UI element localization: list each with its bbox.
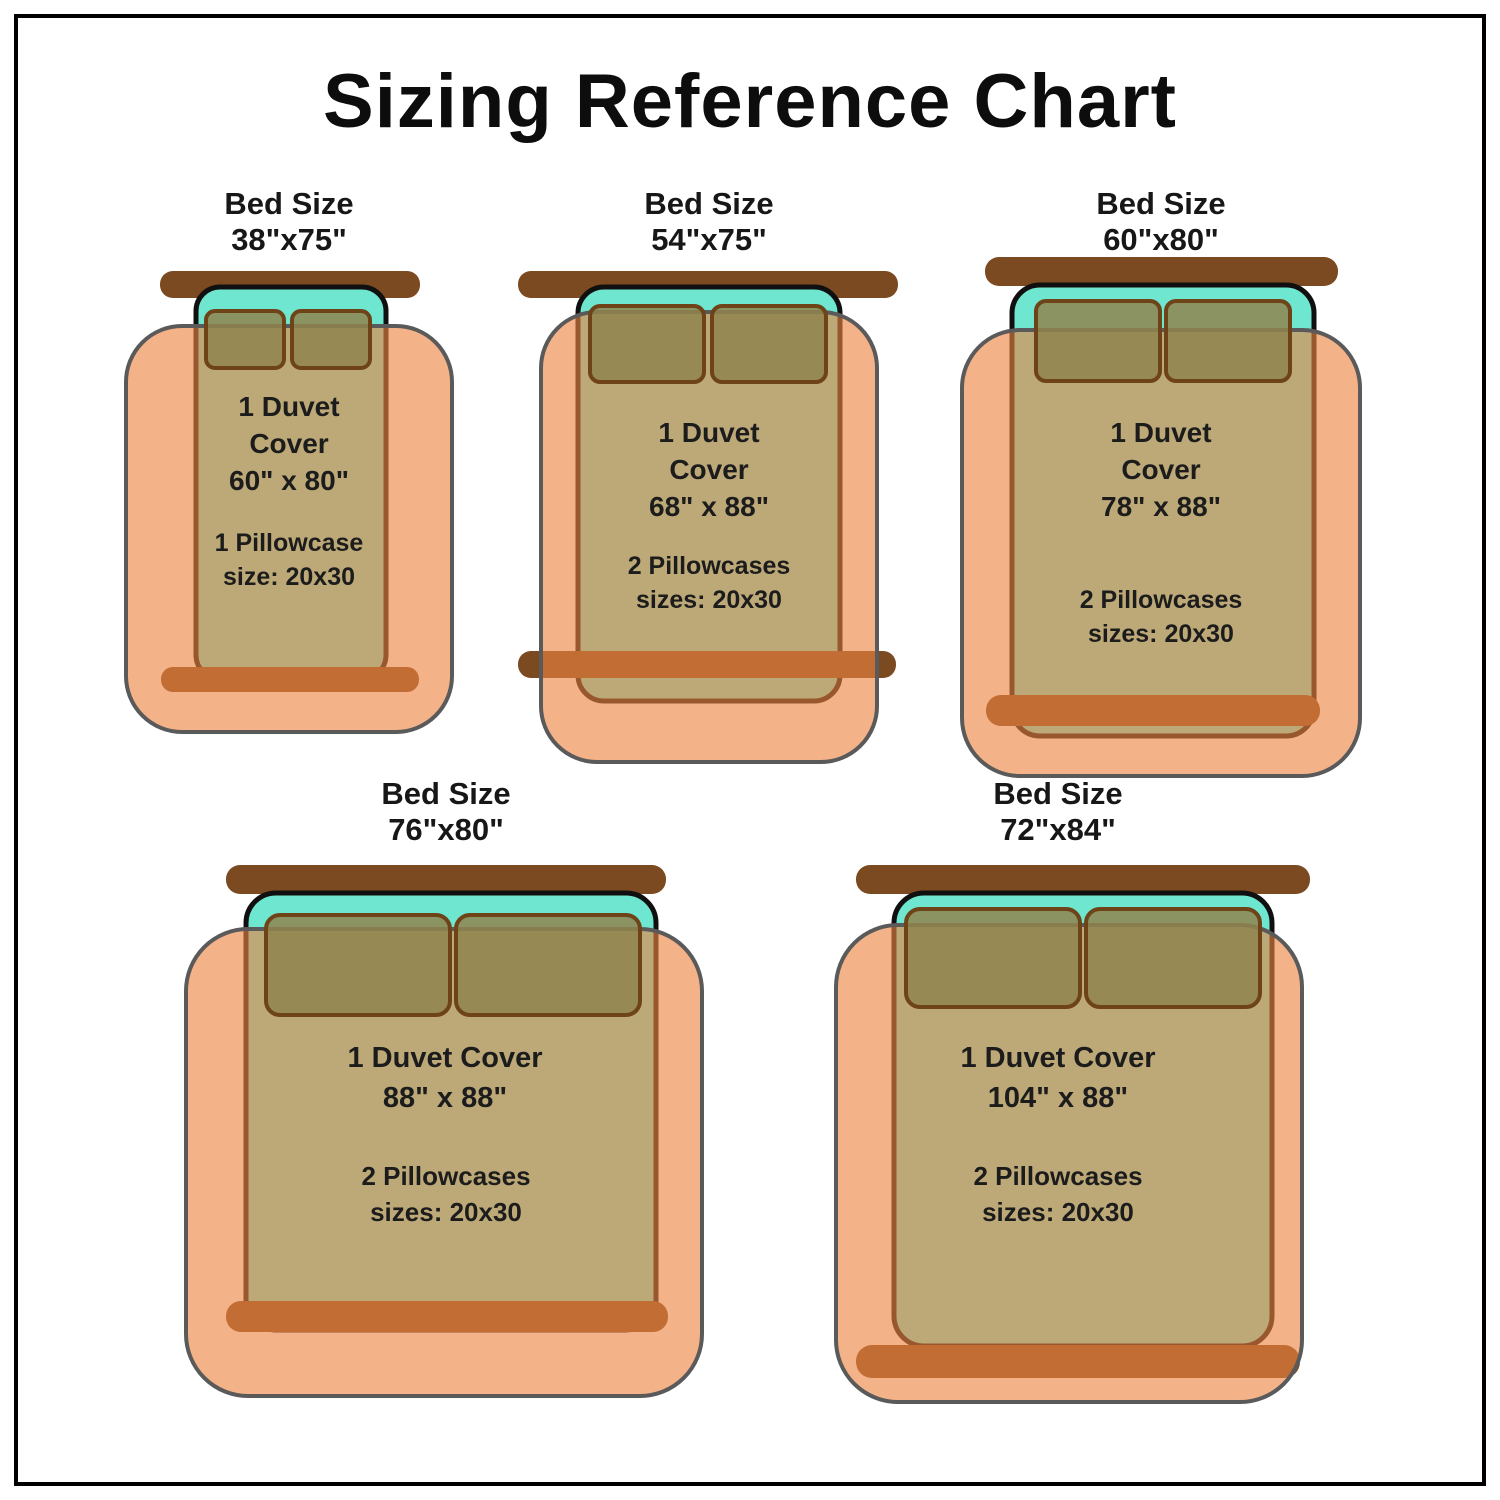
duvet-info-line: 88" x 88" <box>382 1082 508 1114</box>
duvet-info-line: 1 Duvet <box>1110 417 1212 448</box>
pillowcase-info-line: 1 Pillowcase <box>214 529 364 557</box>
duvet-info-line: Cover <box>249 428 329 459</box>
twin-pillowcase-info: 1 Pillowcase size: 20x30 <box>159 526 419 594</box>
twin-bed-illustration <box>124 271 454 734</box>
pillowcase-info-line: 2 Pillowcases <box>361 1161 531 1191</box>
full-duvet-info: 1 Duvet Cover 68" x 88" <box>579 414 839 525</box>
duvet-info-line: 1 Duvet <box>658 417 760 448</box>
twin-duvet-overlay <box>124 324 454 734</box>
pillowcase-info-line: 2 Pillowcases <box>1079 586 1243 614</box>
twin-duvet-info: 1 Duvet Cover 60" x 80" <box>159 388 419 499</box>
full-duvet-overlay <box>539 310 879 764</box>
queen-bed-size-header: Bed Size 60"x80" <box>1001 186 1321 258</box>
pillowcase-info-line: sizes: 20x30 <box>1088 620 1234 648</box>
twin-pillow-right <box>290 309 372 370</box>
queen-duvet-info: 1 Duvet Cover 78" x 88" <box>1031 414 1291 525</box>
king-bed-size-header: Bed Size 76"x80" <box>286 776 606 848</box>
bed-size-label: Bed Size <box>1096 186 1226 221</box>
cal-king-pillow-right <box>1084 907 1262 1009</box>
twin-pillow-left <box>204 309 286 370</box>
page-title: Sizing Reference Chart <box>323 59 1177 144</box>
bed-size-value: 38"x75" <box>231 222 347 257</box>
bed-size-value: 72"x84" <box>1000 812 1116 847</box>
king-duvet-info: 1 Duvet Cover 88" x 88" <box>275 1038 615 1118</box>
duvet-info-line: 1 Duvet <box>238 391 340 422</box>
pillowcase-info-line: sizes: 20x30 <box>982 1197 1134 1227</box>
full-bed-illustration <box>518 271 898 764</box>
pillowcase-info-line: 2 Pillowcases <box>627 552 791 580</box>
bed-size-value: 60"x80" <box>1103 222 1219 257</box>
duvet-info-line: 68" x 88" <box>649 491 769 522</box>
queen-pillowcase-info: 2 Pillowcases sizes: 20x30 <box>1031 583 1291 651</box>
pillowcase-info-line: sizes: 20x30 <box>636 586 782 614</box>
full-pillow-left <box>588 304 706 384</box>
bed-size-label: Bed Size <box>381 776 511 811</box>
king-pillow-right <box>454 913 642 1017</box>
cal-king-duvet-info: 1 Duvet Cover 104" x 88" <box>888 1038 1228 1118</box>
queen-duvet-overlay <box>960 328 1362 778</box>
duvet-info-line: Cover <box>669 454 749 485</box>
duvet-info-line: 78" x 88" <box>1101 491 1221 522</box>
bed-size-label: Bed Size <box>224 186 354 221</box>
cal-king-bed-illustration <box>834 865 1310 1404</box>
cal-king-pillow-left <box>904 907 1082 1009</box>
bed-size-value: 76"x80" <box>388 812 504 847</box>
cal-king-headboard <box>856 865 1310 894</box>
pillowcase-info-line: size: 20x30 <box>222 563 356 591</box>
king-pillowcase-info: 2 Pillowcases sizes: 20x30 <box>296 1158 596 1230</box>
duvet-info-line: 60" x 80" <box>229 465 349 496</box>
pillowcase-info-line: 2 Pillowcases <box>973 1161 1143 1191</box>
full-pillow-right <box>710 304 828 384</box>
full-bed-size-header: Bed Size 54"x75" <box>549 186 869 258</box>
king-pillow-left <box>264 913 452 1017</box>
duvet-info-line: Cover <box>1121 454 1201 485</box>
duvet-info-line: 104" x 88" <box>987 1082 1129 1114</box>
cal-king-bed-size-header: Bed Size 72"x84" <box>898 776 1218 848</box>
cal-king-pillowcase-info: 2 Pillowcases sizes: 20x30 <box>908 1158 1208 1230</box>
duvet-info-line: 1 Duvet Cover <box>347 1042 543 1074</box>
bed-size-value: 54"x75" <box>651 222 767 257</box>
full-pillowcase-info: 2 Pillowcases sizes: 20x30 <box>579 549 839 617</box>
twin-bed-size-header: Bed Size 38"x75" <box>129 186 449 258</box>
queen-pillow-left <box>1034 299 1162 383</box>
queen-bed-illustration <box>960 257 1362 778</box>
queen-pillow-right <box>1164 299 1292 383</box>
king-bed-illustration <box>184 865 704 1398</box>
pillowcase-info-line: sizes: 20x30 <box>370 1197 522 1227</box>
queen-headboard <box>985 257 1338 286</box>
duvet-info-line: 1 Duvet Cover <box>960 1042 1156 1074</box>
king-headboard <box>226 865 666 894</box>
bed-size-label: Bed Size <box>644 186 774 221</box>
bed-size-label: Bed Size <box>993 776 1123 811</box>
